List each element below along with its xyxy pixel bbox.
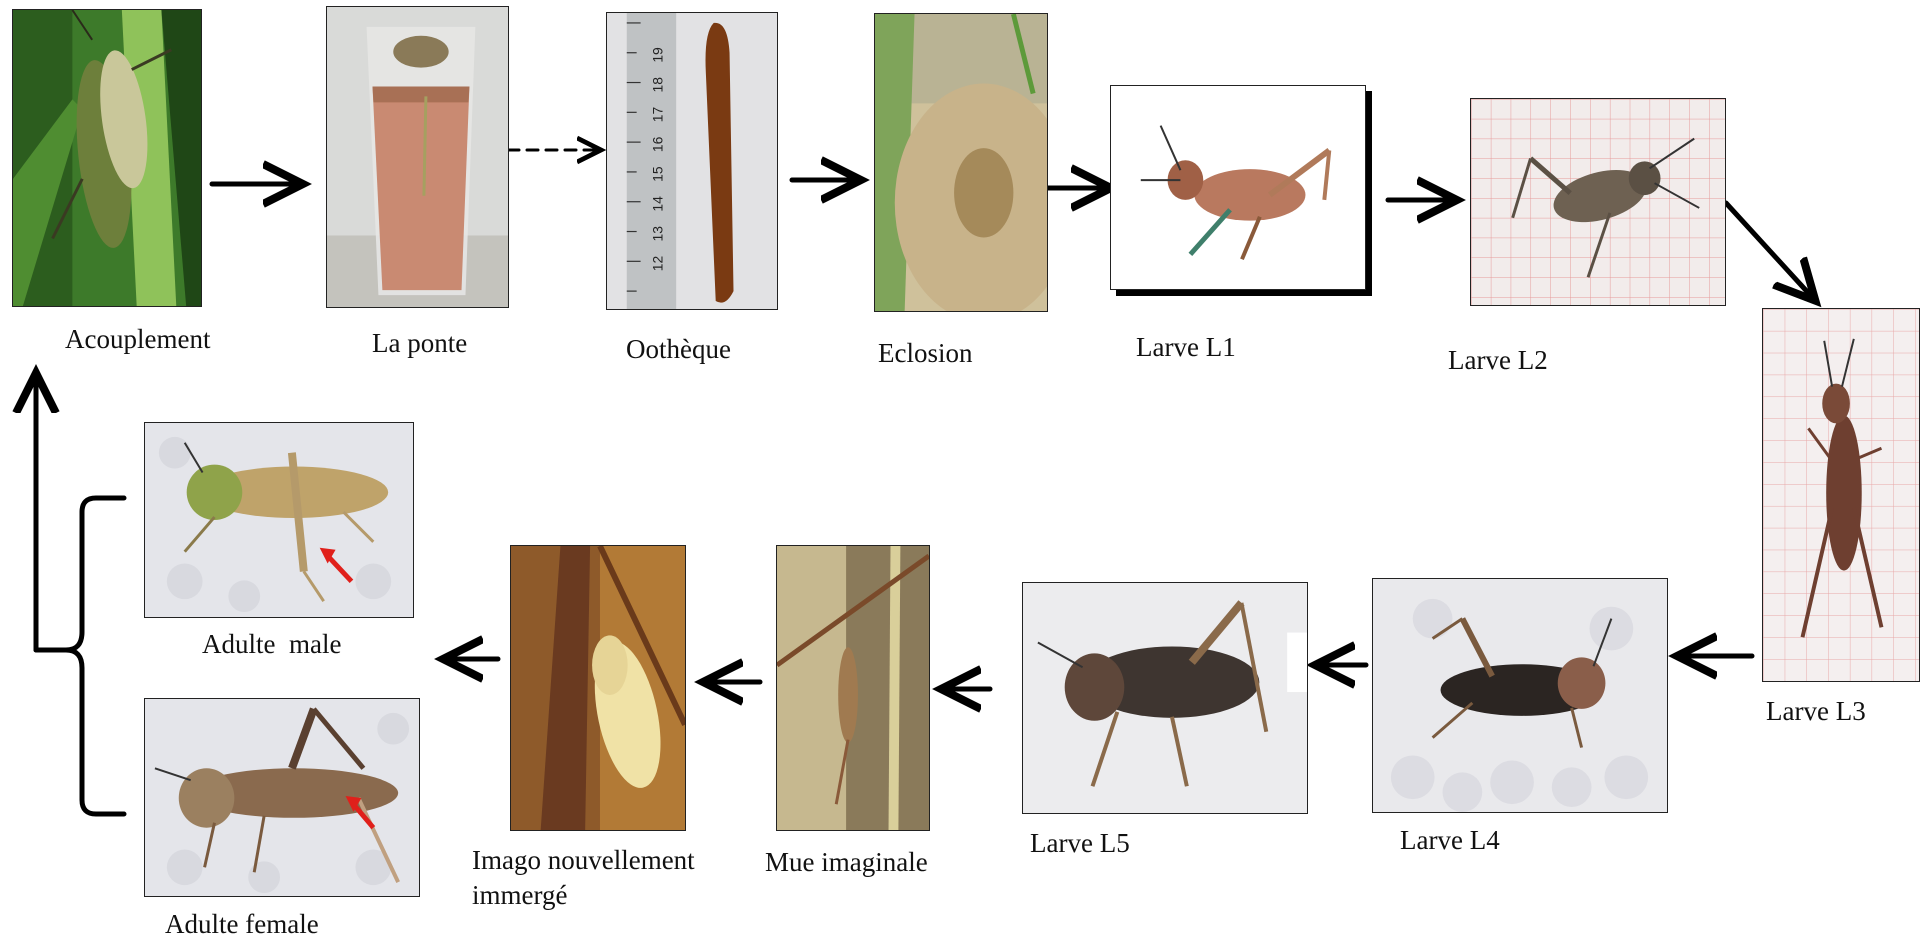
label-accouplement: Acouplement xyxy=(65,322,210,357)
photo-ponte xyxy=(326,6,509,308)
photo-accouplement xyxy=(12,9,202,307)
ruler-tick-label: 13 xyxy=(649,226,665,242)
photo-larve-l5 xyxy=(1022,582,1308,814)
label-adulte-female: Adulte female xyxy=(165,907,319,942)
label-eclosion: Eclosion xyxy=(878,336,973,371)
label-larve-l3: Larve L3 xyxy=(1766,694,1866,729)
label-imago: Imago nouvellement immergé xyxy=(472,843,695,913)
photo-adulte-male xyxy=(144,422,414,618)
photo-larve-l2 xyxy=(1470,98,1726,306)
label-larve-l1: Larve L1 xyxy=(1136,330,1236,365)
label-mue-imaginale: Mue imaginale xyxy=(765,845,928,880)
adults-bracket xyxy=(66,498,124,814)
label-imago-line2: immergé xyxy=(472,878,695,913)
photo-imago xyxy=(510,545,686,831)
ruler-tick-label: 14 xyxy=(649,196,665,212)
ruler-tick-label: 19 xyxy=(649,47,665,63)
label-ootheque: Oothèque xyxy=(626,332,731,367)
ruler-tick-label: 12 xyxy=(649,256,665,272)
label-larve-l2: Larve L2 xyxy=(1448,343,1548,378)
ruler-tick-label: 18 xyxy=(649,77,665,93)
photo-ootheque: 19 18 17 16 15 14 13 12 xyxy=(606,12,778,310)
label-ponte: La ponte xyxy=(372,326,467,361)
photo-larve-l1 xyxy=(1110,85,1366,290)
ruler-tick-label: 15 xyxy=(649,166,665,182)
arrow-l2-to-l3 xyxy=(1726,203,1812,297)
ruler-tick-label: 17 xyxy=(649,107,665,123)
label-imago-line1: Imago nouvellement xyxy=(472,843,695,878)
photo-mue-imaginale xyxy=(776,545,930,831)
photo-larve-l4 xyxy=(1372,578,1668,813)
photo-adulte-female xyxy=(144,698,420,897)
ruler-tick-label: 16 xyxy=(649,136,665,152)
label-adulte-male: Adulte male xyxy=(202,627,341,662)
photo-eclosion xyxy=(874,13,1048,312)
photo-larve-l3 xyxy=(1762,308,1920,682)
label-larve-l4: Larve L4 xyxy=(1400,823,1500,858)
label-larve-l5: Larve L5 xyxy=(1030,826,1130,861)
